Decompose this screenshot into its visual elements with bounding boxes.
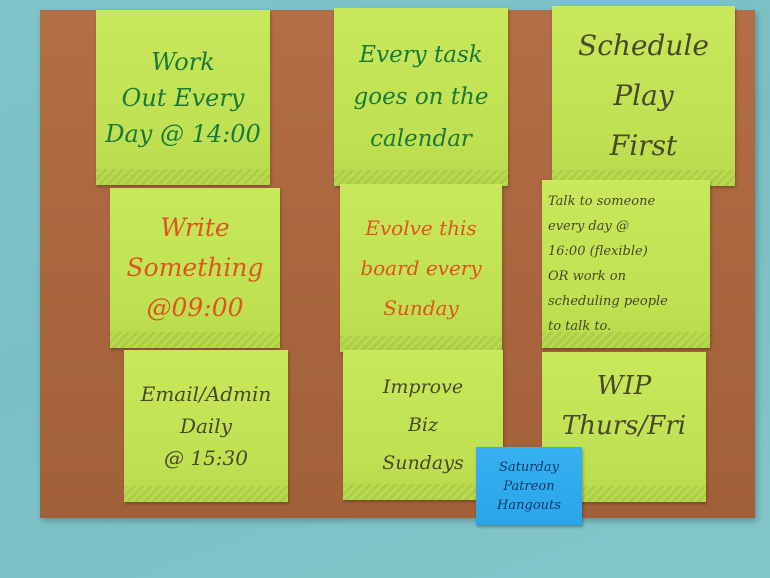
sticky-note-schedule-play: Schedule Play First [552,6,735,186]
note-text-email-admin: Email/Admin Daily @ 15:30 [140,382,272,470]
sticky-note-wip: WIP Thurs/Fri [542,352,706,502]
sticky-note-email-admin: Email/Admin Daily @ 15:30 [124,350,288,502]
corkboard: Work Out Every Day @ 14:00 Every task go… [40,6,755,518]
note-text-every-task: Every task goes on the calendar [353,42,489,152]
note-text-improve-biz: Improve Biz Sundays [382,376,464,474]
note-text-wip: WIP Thurs/Fri [561,371,687,441]
sticky-note-every-task: Every task goes on the calendar [334,8,508,186]
note-text-evolve-board: Evolve this board every Sunday [360,216,482,320]
sticky-note-evolve-board: Evolve this board every Sunday [340,184,502,352]
sticky-note-improve-biz: Improve Biz Sundays [343,350,503,500]
note-text-saturday-patreon: Saturday Patreon Hangouts [497,459,561,513]
note-text-schedule-play: Schedule Play First [578,29,709,162]
sticky-note-saturday-patreon: Saturday Patreon Hangouts [476,447,582,525]
note-text-work-out: Work Out Every Day @ 14:00 [105,47,261,148]
note-text-talk-to-someone: Talk to someone every day @ 16:00 (flexi… [548,194,668,334]
note-text-write-something: Write Something @09:00 [126,213,264,322]
sticky-note-work-out: Work Out Every Day @ 14:00 [96,10,270,185]
sticky-note-talk-to-someone: Talk to someone every day @ 16:00 (flexi… [542,180,710,348]
sticky-note-write-something: Write Something @09:00 [110,188,280,348]
